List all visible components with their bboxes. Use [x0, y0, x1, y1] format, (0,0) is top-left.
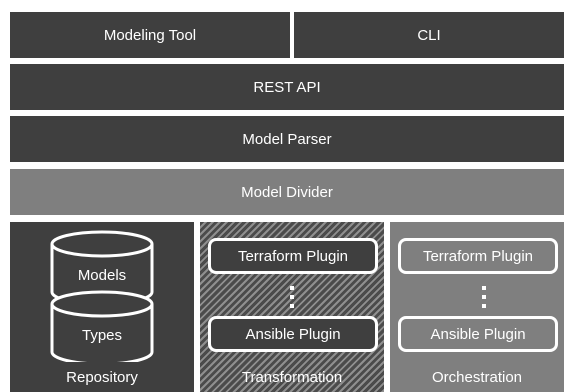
rest-api-label: REST API — [253, 78, 321, 96]
database-icon — [50, 230, 154, 362]
transformation-ansible-plugin: Ansible Plugin — [208, 316, 378, 352]
orchestration-ansible-plugin: Ansible Plugin — [398, 316, 558, 352]
ellipsis-dots — [290, 286, 294, 313]
orchestration-label: Orchestration — [431, 368, 523, 386]
transformation-terraform-plugin: Terraform Plugin — [208, 238, 378, 274]
transformation-column: Terraform Plugin Ansible Plugin Transfor… — [200, 222, 384, 392]
cli-label: CLI — [417, 26, 441, 44]
models-label: Models — [77, 267, 127, 284]
model-parser-block: Model Parser — [10, 116, 564, 162]
ellipsis-dots — [482, 286, 486, 313]
types-cylinder — [50, 290, 154, 362]
transformation-label: Transformation — [241, 368, 343, 386]
orchestration-terraform-plugin-label: Terraform Plugin — [422, 247, 534, 265]
modeling-tool-label: Modeling Tool — [103, 26, 197, 44]
repository-column: Models Types Repository — [10, 222, 194, 392]
orchestration-terraform-plugin: Terraform Plugin — [398, 238, 558, 274]
model-divider-label: Model Divider — [241, 183, 333, 201]
types-label: Types — [81, 327, 123, 344]
rest-api-block: REST API — [10, 64, 564, 110]
repository-label: Repository — [66, 368, 138, 386]
model-divider-block: Model Divider — [10, 169, 564, 215]
transformation-ansible-plugin-label: Ansible Plugin — [245, 325, 341, 343]
modeling-tool-block: Modeling Tool — [10, 12, 290, 58]
cli-block: CLI — [294, 12, 564, 58]
transformation-terraform-plugin-label: Terraform Plugin — [237, 247, 349, 265]
orchestration-column: Terraform Plugin Ansible Plugin Orchestr… — [390, 222, 564, 392]
orchestration-ansible-plugin-label: Ansible Plugin — [430, 325, 526, 343]
model-parser-label: Model Parser — [242, 130, 332, 148]
